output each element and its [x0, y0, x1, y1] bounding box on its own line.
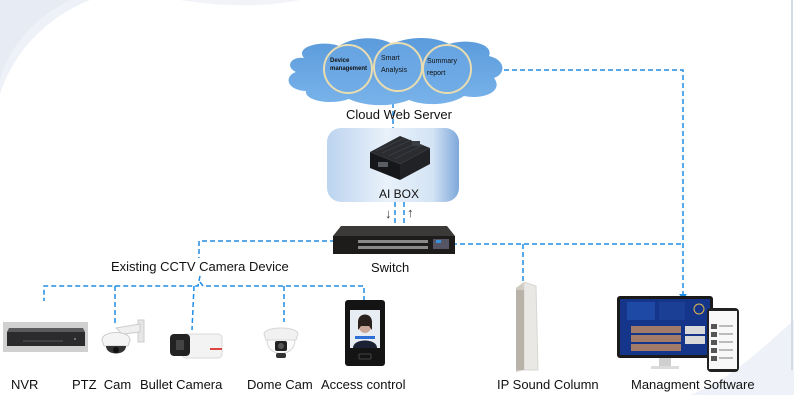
service-line1: Summary: [427, 58, 457, 65]
service-line2: report: [427, 69, 446, 77]
dome-camera-icon: [263, 327, 299, 358]
service-line2: management: [330, 65, 368, 72]
service-line1: Device: [330, 58, 350, 64]
service-line1: Smart: [381, 55, 400, 62]
bullet-camera-icon: [170, 333, 223, 359]
smart-analysis-text: Smart Analysis: [381, 55, 407, 76]
summary-report-text: Summary report: [427, 58, 457, 79]
service-line2: Analysis: [381, 66, 408, 74]
link-cctv-bus: [43, 275, 201, 301]
management-software-label: Managment Software: [631, 377, 755, 392]
sound-column-label: IP Sound Column: [497, 377, 599, 392]
link-cctv-bus-right: [199, 281, 365, 300]
switch-device-icon: [333, 226, 455, 254]
access-control-terminal-icon: [345, 300, 385, 366]
arrow-down-icon: ↓: [385, 206, 392, 221]
ai-box-device-icon: [370, 136, 430, 180]
cctv-group-label: Existing CCTV Camera Device: [111, 259, 289, 274]
ptz-camera-icon: [101, 319, 145, 354]
device-label-bullet: Bullet Camera: [140, 377, 223, 392]
nvr-device-icon: [3, 322, 88, 352]
ip-sound-column-icon: [516, 282, 539, 372]
ai-box-label: AI BOX: [379, 187, 420, 201]
service-device-management: [323, 44, 373, 94]
device-management-text: Device management: [330, 58, 367, 73]
device-label-nvr: NVR: [11, 377, 39, 392]
link-cloud-to-management: [504, 69, 684, 297]
device-label-ptz: PTZ Cam: [72, 377, 132, 392]
switch-label: Switch: [371, 260, 410, 275]
cloud-web-server-label: Cloud Web Server: [346, 107, 452, 122]
link-switch-to-cctv: [198, 240, 335, 258]
arrow-up-icon: ↑: [407, 205, 414, 220]
device-label-dome: Dome Cam: [247, 377, 313, 392]
management-software-screens-icon: [617, 296, 739, 372]
link-bullet: [191, 285, 195, 331]
service-summary-report: [422, 44, 472, 94]
device-label-access-control: Access control: [321, 377, 406, 392]
